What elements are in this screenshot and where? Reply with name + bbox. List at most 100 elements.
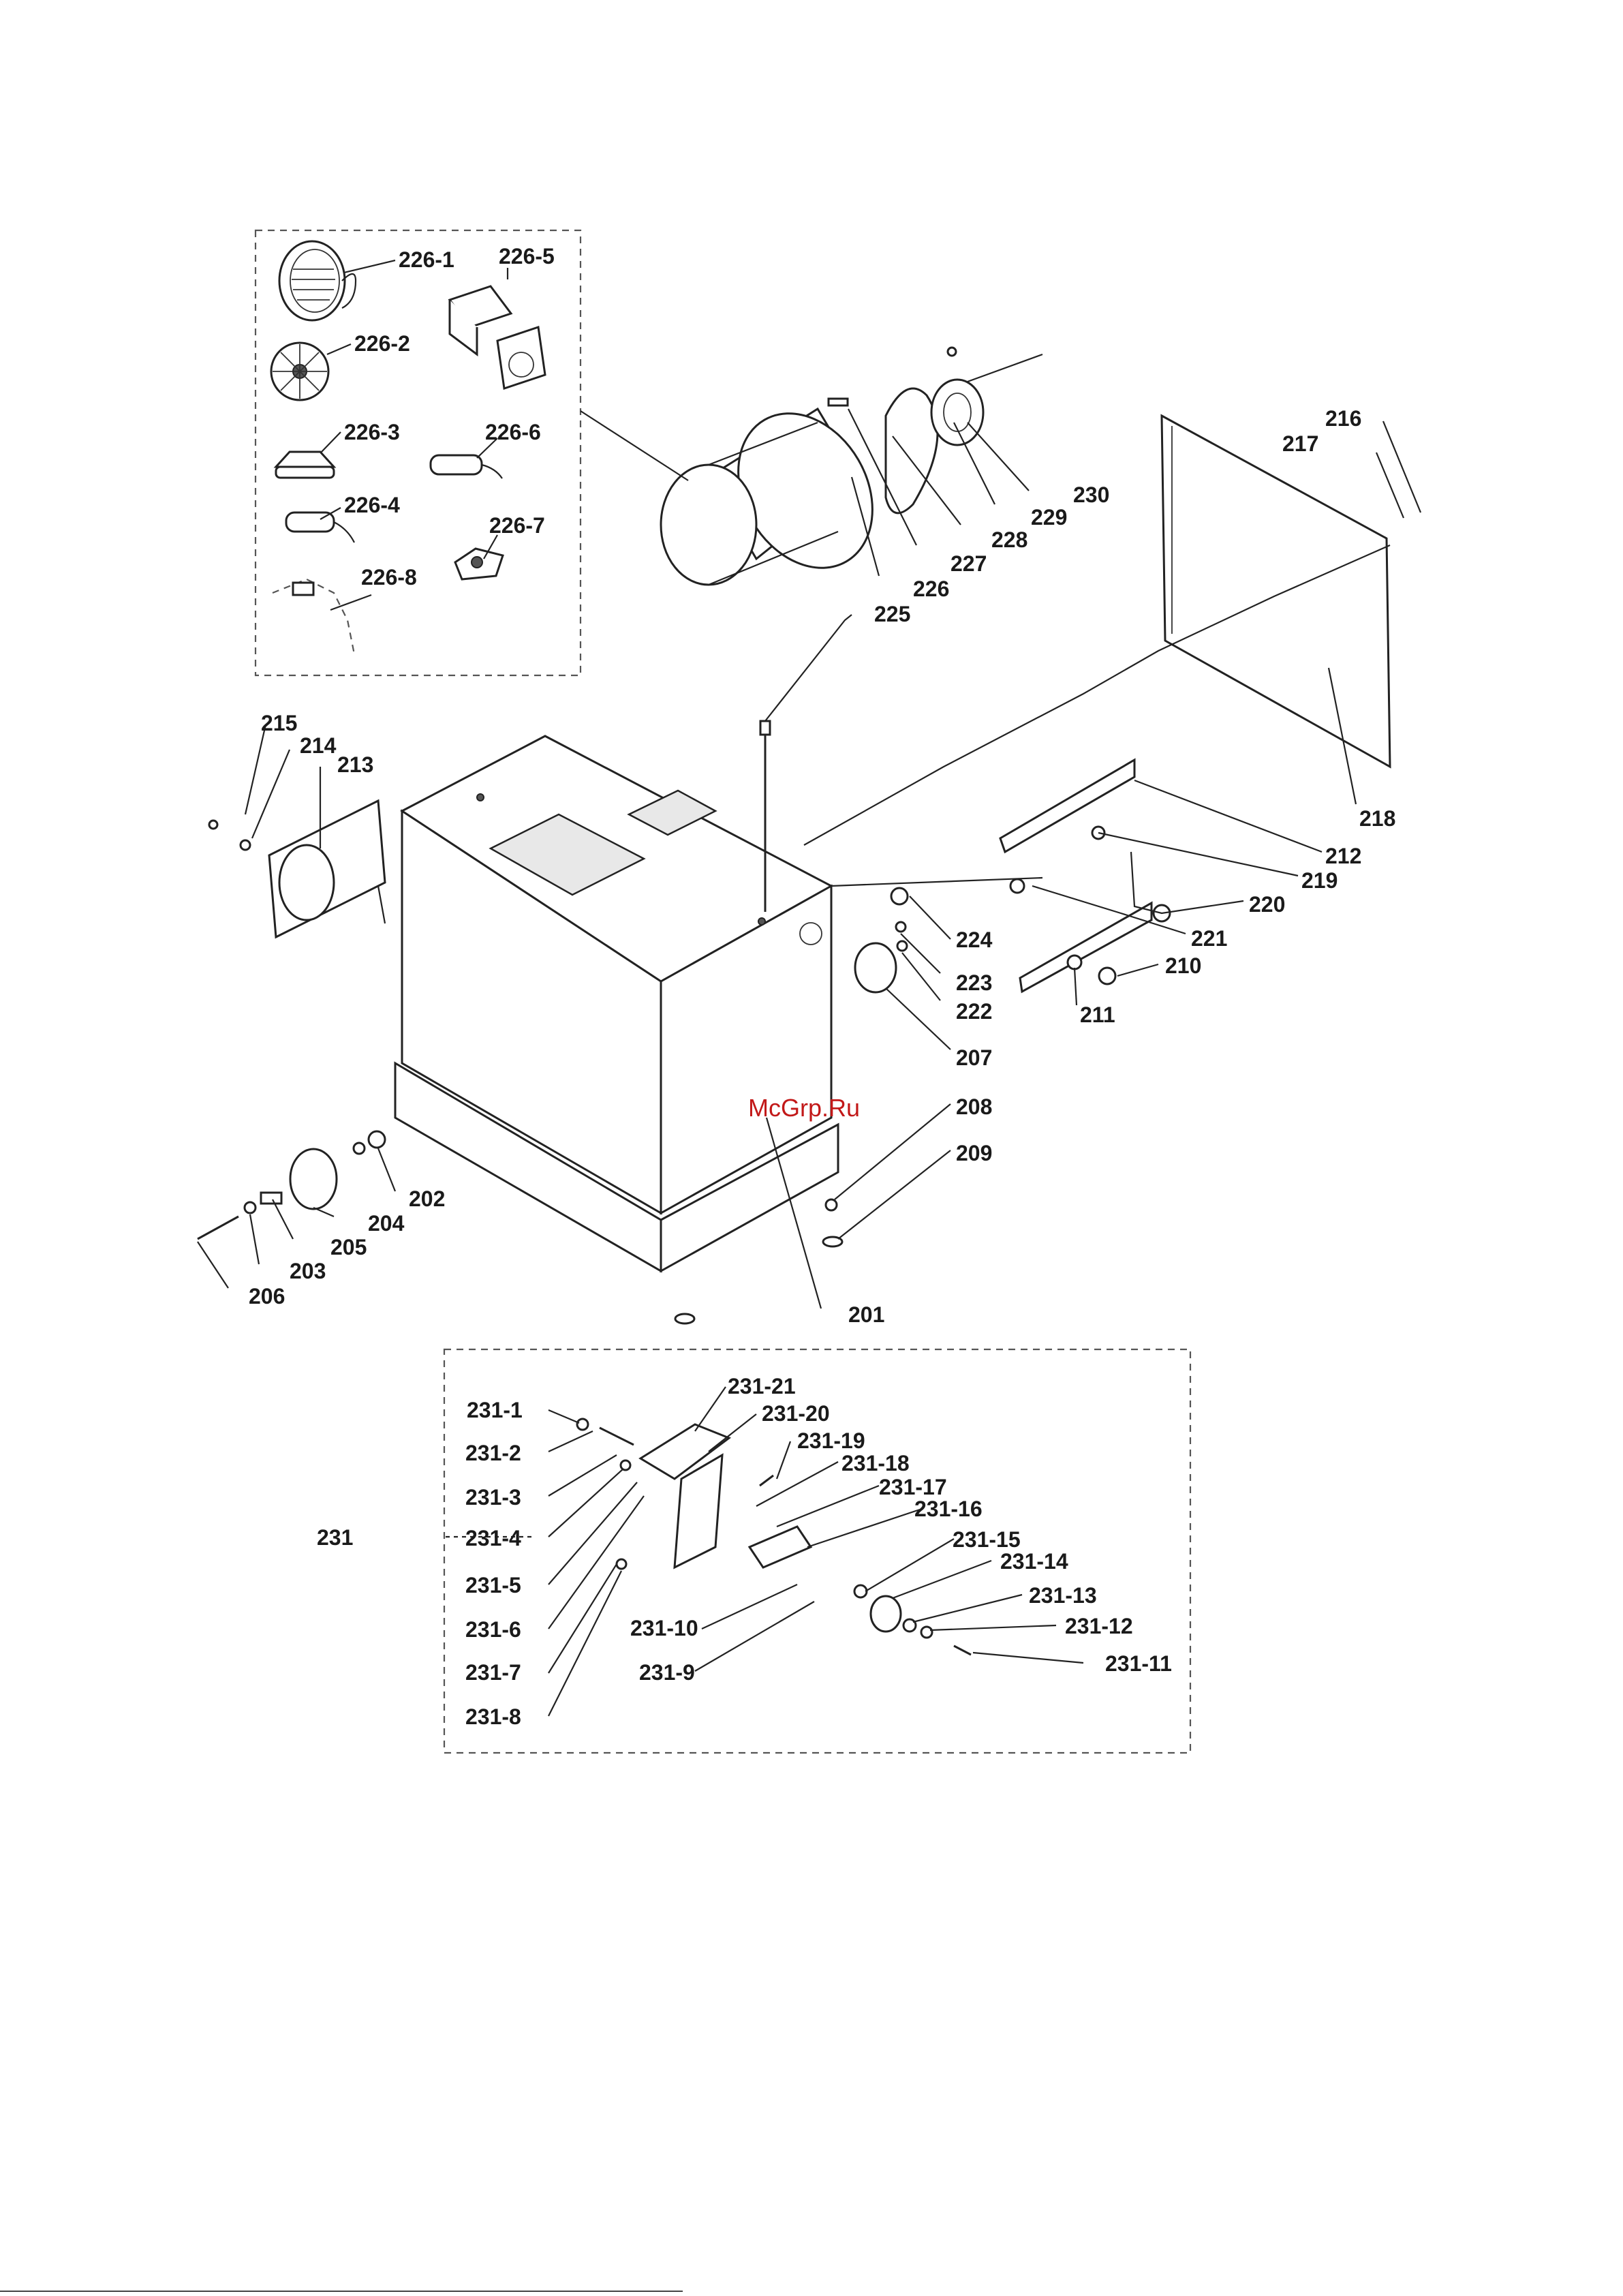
label-227: 227 [950,551,987,576]
label-213: 213 [337,752,373,777]
bolt-231-3-part [599,1426,634,1446]
label-204: 204 [368,1211,405,1236]
label-209: 209 [956,1141,992,1165]
back-panel-part [1160,414,1391,769]
label-201: 201 [848,1302,884,1327]
setscrew-part [946,346,957,357]
bolt-221-part [1009,878,1025,894]
label-223: 223 [956,970,992,995]
washer-223-part [895,921,907,933]
washer-214-part [239,839,251,851]
label-226-6: 226-6 [485,420,541,444]
nut-202-part [367,1130,386,1149]
washer-231-4-part [619,1459,632,1471]
label-226-5: 226-5 [499,244,555,269]
fan-part [270,341,330,401]
label-221: 221 [1191,926,1227,951]
key-part [827,397,849,407]
label-226-8: 226-8 [361,565,417,590]
foot-209-part [822,1236,844,1248]
washer-231-1-part [576,1418,589,1431]
tension-detail-box [443,1348,1192,1754]
washer-part [352,1142,366,1155]
v-belt-part [884,387,939,515]
label-214: 214 [300,733,337,758]
label-215: 215 [261,711,297,735]
label-208: 208 [956,1095,992,1119]
label-231-6: 231-6 [465,1617,521,1642]
label-231-21: 231-21 [728,1374,796,1398]
centrifugal-switch-part [454,547,504,581]
label-231-1: 231-1 [467,1398,523,1422]
label-216: 216 [1325,406,1361,431]
label-231-16: 231-16 [914,1497,983,1521]
label-231-13: 231-13 [1029,1583,1097,1608]
label-226-1: 226-1 [399,247,454,272]
label-226-4: 226-4 [344,493,400,517]
bearing-part [853,1584,868,1599]
screw-231-11-part [953,1644,972,1656]
start-capacitor-part [285,511,355,543]
label-222: 222 [956,999,992,1024]
label-226-3: 226-3 [344,420,400,444]
bushing-205-part [260,1191,283,1205]
label-210: 210 [1165,953,1201,978]
nut-231-8-part [615,1558,628,1570]
label-220: 220 [1249,892,1285,917]
pin-231-19-part [759,1474,774,1487]
washer-211-part [1066,954,1083,970]
run-capacitor-part [429,454,503,479]
bearing-right-part [902,1618,917,1633]
label-207: 207 [956,1045,992,1070]
label-231-7: 231-7 [465,1660,521,1685]
screw-215-part [208,819,219,830]
label-203: 203 [290,1259,326,1283]
label-205: 205 [330,1235,367,1259]
part-labels: 226-1 226-5 226-2 226-3 226-6 226-4 226-… [249,244,1395,1729]
label-229: 229 [1031,505,1067,530]
washer-224-part [890,887,909,906]
label-231-19: 231-19 [797,1428,865,1453]
label-206: 206 [249,1284,285,1308]
label-224: 224 [956,928,993,952]
watermark-text: McGrp.Ru [748,1094,860,1122]
fan-cover-part [278,240,357,322]
nut-222-part [896,940,908,952]
nut-208-part [824,1198,838,1212]
motor-part [660,407,874,586]
label-231-8: 231-8 [465,1704,521,1729]
grommet-207-part [854,942,897,994]
nut-210-part [1098,966,1117,985]
motor-bracket-part [638,1423,813,1570]
dust-port-plate-part [268,799,386,939]
motor-detail-box [254,229,582,677]
label-231-17: 231-17 [879,1475,947,1499]
label-231-4: 231-4 [465,1526,521,1550]
label-231: 231 [317,1525,353,1550]
foot-left-part [674,1313,696,1325]
leader-lines [197,259,1422,1717]
label-226-2: 226-2 [354,331,410,356]
label-231-12: 231-12 [1065,1614,1133,1638]
label-211: 211 [1080,1002,1115,1027]
label-202: 202 [409,1187,445,1211]
label-231-20: 231-20 [762,1401,830,1426]
junction-box-part [448,285,546,390]
cable-part [272,578,356,655]
roller-231-14-part [869,1595,902,1633]
label-231-18: 231-18 [841,1451,910,1475]
rail-lower-part [1019,901,1153,994]
cabinet-part [394,735,839,1273]
label-230: 230 [1073,483,1109,507]
label-226-7: 226-7 [489,513,545,538]
label-231-15: 231-15 [953,1527,1021,1552]
label-231-3: 231-3 [465,1485,521,1510]
washer-203-part [243,1201,257,1214]
label-219: 219 [1301,868,1338,893]
label-218: 218 [1359,806,1395,831]
label-226: 226 [913,577,949,601]
label-212: 212 [1325,844,1361,868]
clip-part [920,1625,933,1639]
label-231-11: 231-11 [1105,1651,1172,1676]
